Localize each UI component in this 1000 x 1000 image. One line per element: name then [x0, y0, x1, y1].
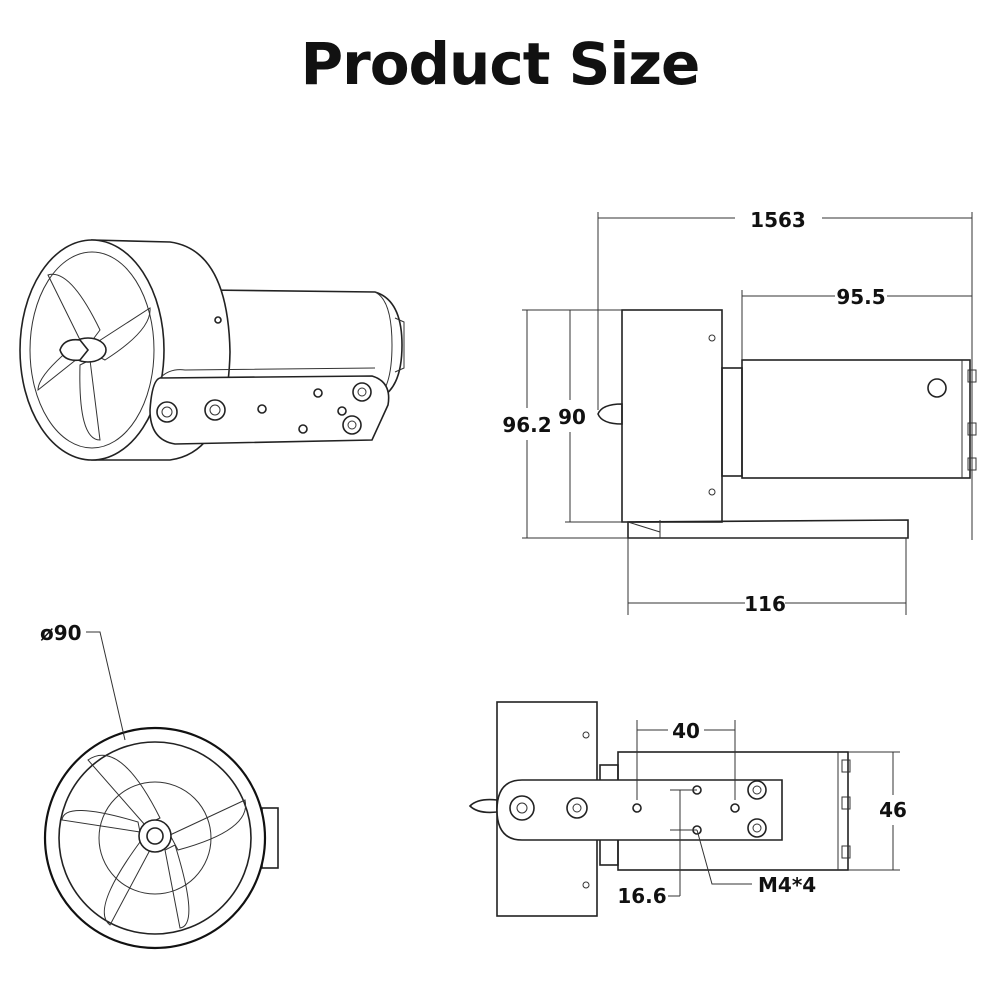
- dim-total-height: 96.2: [502, 413, 551, 437]
- dim-overall-length: 1563: [750, 208, 806, 232]
- dim-bracket-width: 46: [879, 798, 907, 822]
- dim-hole-offset: 16.6: [617, 884, 666, 908]
- dim-hole-spacing: 40: [672, 719, 700, 743]
- screw-spec-label: M4*4: [758, 873, 816, 897]
- isometric-view: [19, 239, 405, 461]
- front-view: ø90: [40, 621, 279, 950]
- top-view: 40 46 16.6 M4*4: [468, 701, 907, 917]
- dim-duct-height: 90: [558, 405, 586, 429]
- dim-motor-length: 95.5: [836, 285, 885, 309]
- dim-duct-diameter: ø90: [40, 621, 82, 645]
- dim-bracket-length: 116: [744, 592, 786, 616]
- page-title: Product Size: [300, 30, 701, 98]
- side-view: 1563 95.5 96.2 90 116: [502, 208, 977, 616]
